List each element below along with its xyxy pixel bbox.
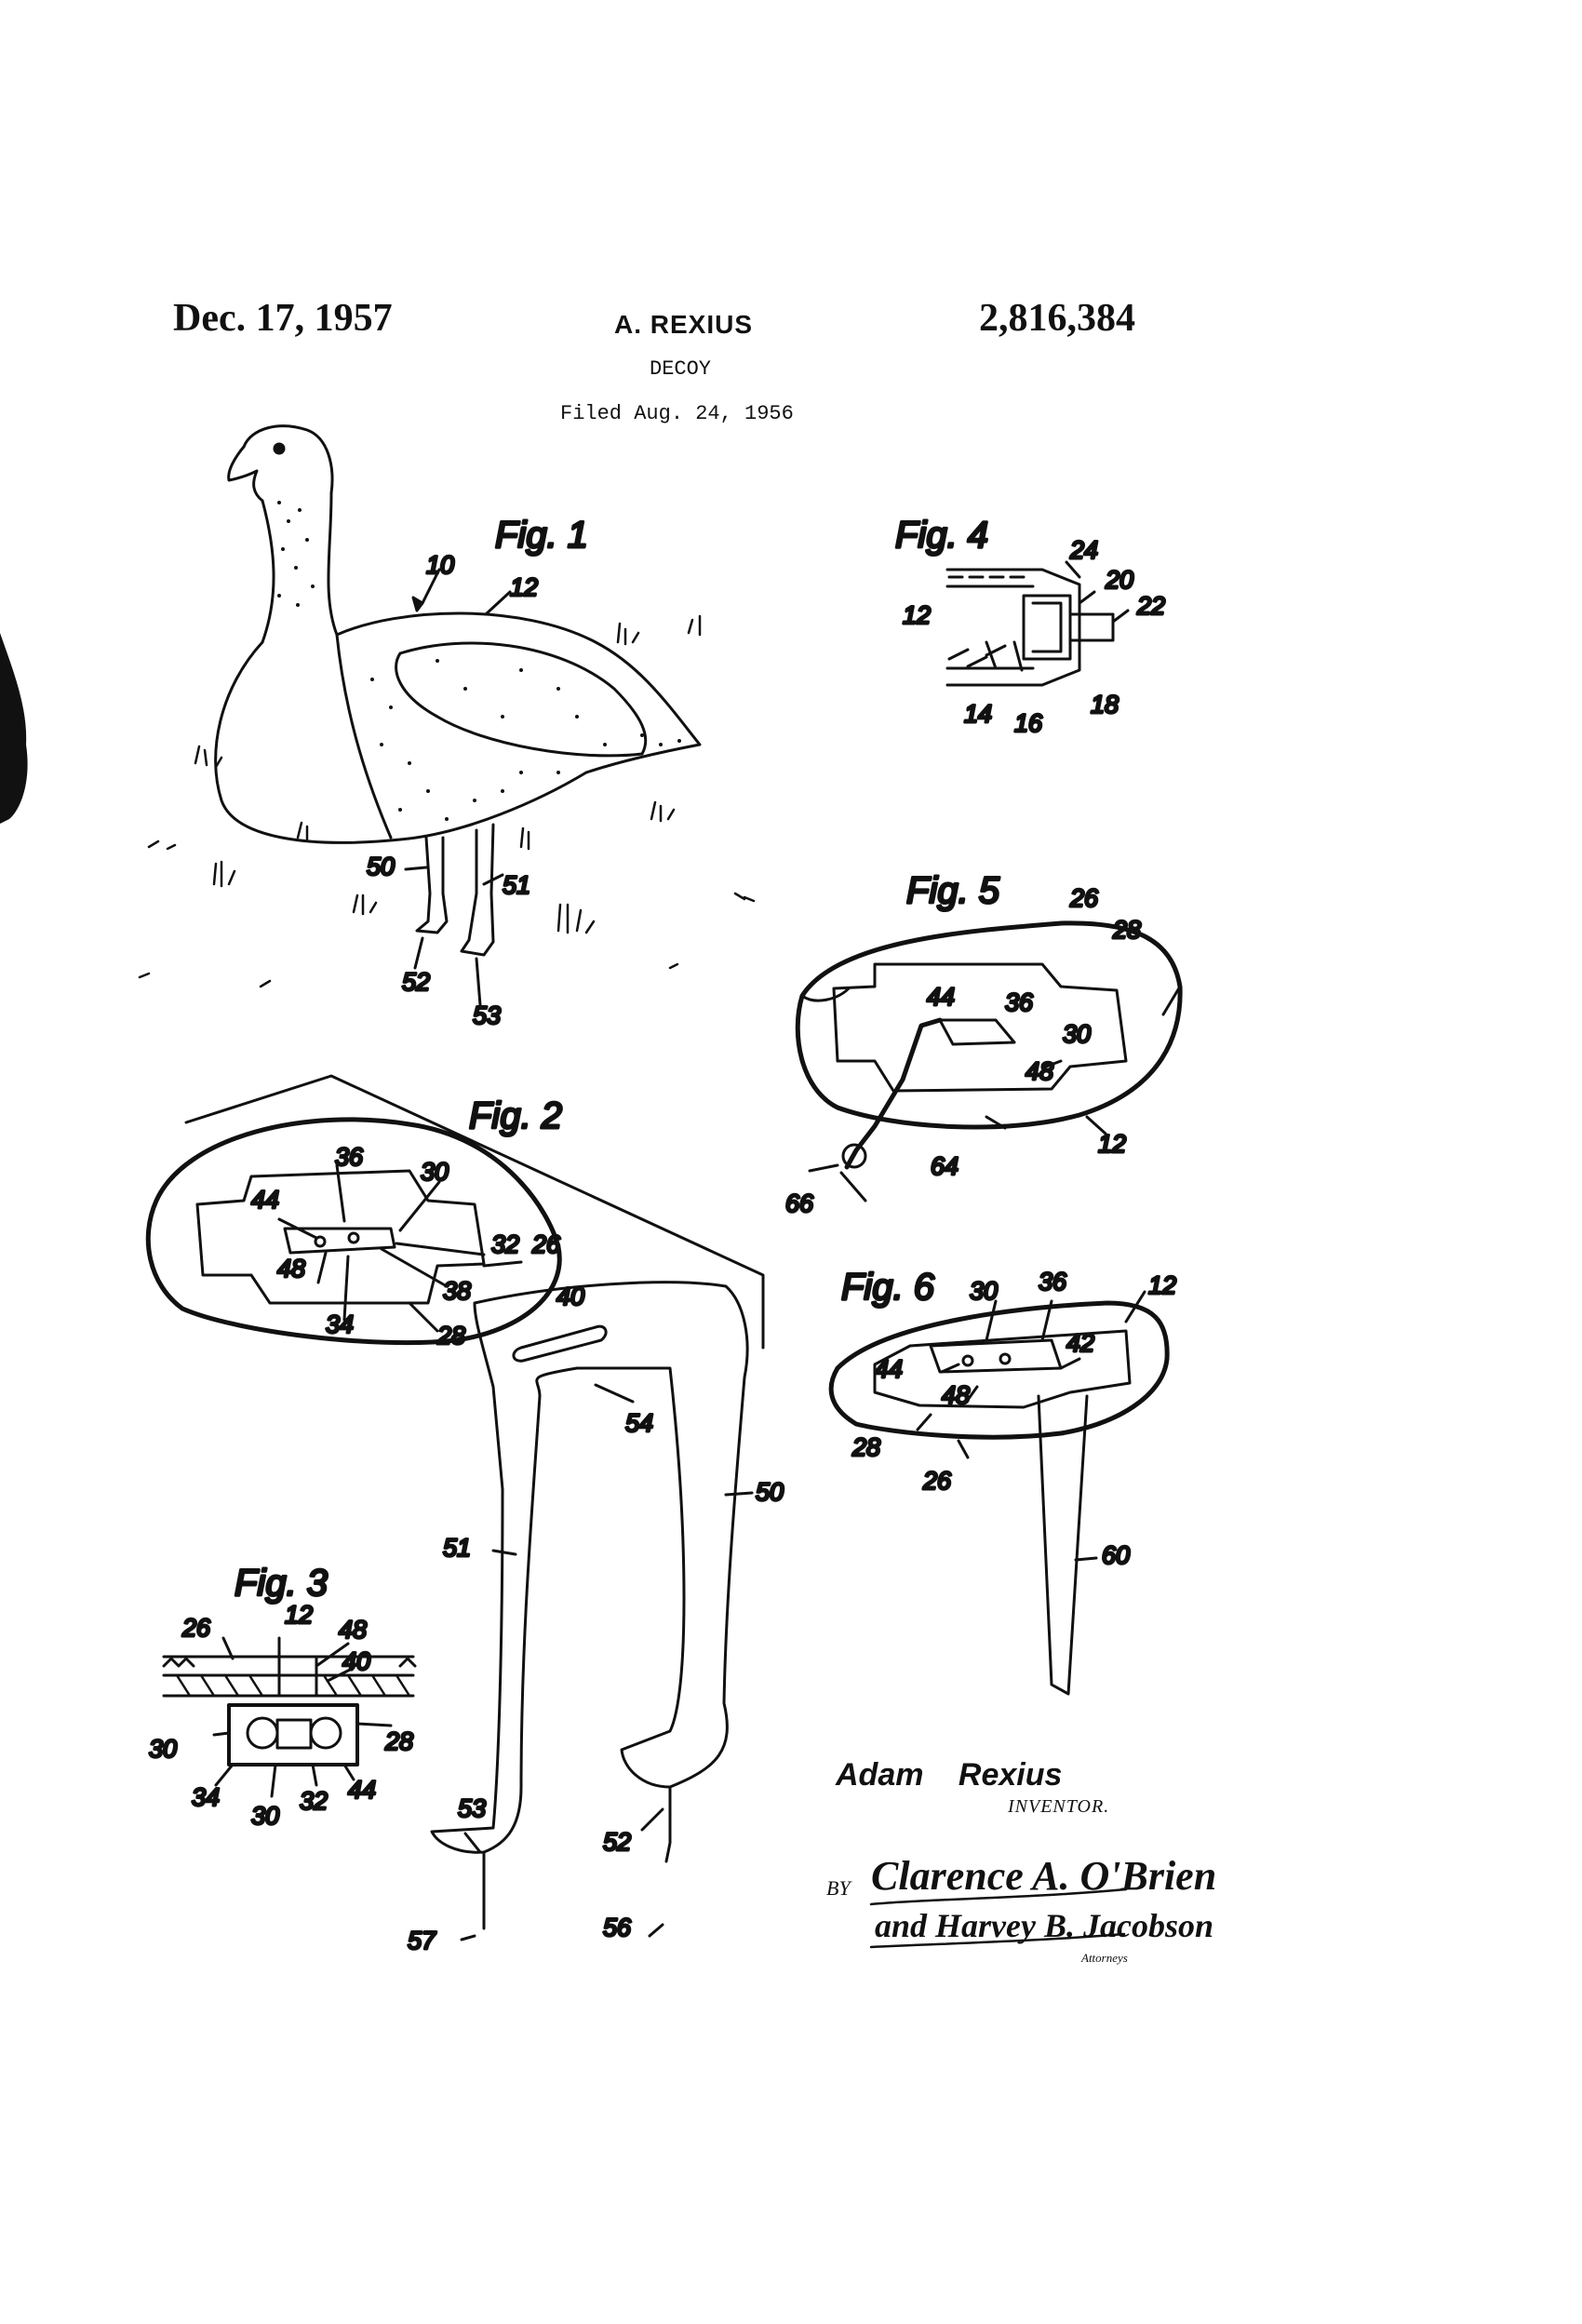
fig2-drawing [145, 1074, 765, 1941]
fig4-ref: 16 [1014, 709, 1043, 737]
patent-date: Dec. 17, 1957 [173, 297, 393, 340]
fig2-ref: 52 [603, 1828, 631, 1856]
inventor-header: A. REXIUS [614, 310, 754, 339]
fig3-ref: 32 [300, 1787, 328, 1815]
attorney-signature-1: Clarence A. O'Brien [871, 1853, 1217, 1899]
fig3-ref: 48 [339, 1616, 367, 1644]
fig5-ref: 12 [1098, 1130, 1126, 1158]
fig6-ref: 36 [1039, 1268, 1067, 1296]
fig6-ref: 26 [922, 1467, 952, 1495]
fig2-ref: 57 [408, 1927, 436, 1955]
fig4-ref: 12 [903, 601, 931, 629]
fig2-ref: 44 [251, 1186, 279, 1214]
fig5-drawing [795, 920, 1183, 1202]
by-label: BY [826, 1876, 851, 1900]
fig1-ref: 10 [426, 551, 454, 579]
fig1-goose-drawing [138, 424, 756, 1007]
fig1-ref: 52 [402, 968, 430, 996]
scan-artifact [0, 633, 28, 824]
fig2-ref: 53 [458, 1794, 486, 1822]
fig2-ref: 51 [443, 1534, 471, 1562]
fig5-ref: 30 [1063, 1020, 1091, 1048]
fig1-ref: 12 [510, 573, 538, 601]
fig6-ref: 12 [1148, 1271, 1176, 1299]
fig6-ref: 44 [875, 1355, 903, 1383]
filed-date: Filed Aug. 24, 1956 [560, 402, 794, 425]
patent-number: 2,816,384 [979, 297, 1135, 340]
signature-flourish [869, 1887, 1128, 1949]
fig5-ref: 26 [1069, 884, 1099, 912]
fig6-ref: 42 [1066, 1329, 1094, 1357]
fig3-ref: 34 [192, 1783, 220, 1811]
inventor-label: INVENTOR. [1008, 1796, 1110, 1817]
fig1-ref: 53 [473, 1001, 501, 1029]
fig6-ref: 48 [942, 1381, 970, 1409]
fig4-ref: 18 [1091, 691, 1119, 719]
fig4-label: Fig. 4 [895, 515, 988, 556]
fig6-ref: 30 [970, 1277, 998, 1305]
fig5-ref: 44 [927, 983, 955, 1011]
fig2-ref: 48 [277, 1255, 305, 1283]
fig2-ref: 30 [421, 1158, 449, 1186]
fig3-ref: 30 [149, 1735, 177, 1763]
fig3-label: Fig. 3 [235, 1563, 328, 1604]
patent-title: DECOY [650, 357, 712, 381]
fig3-ref: 40 [342, 1647, 370, 1675]
fig4-ref: 24 [1069, 536, 1098, 564]
fig6-ref: 60 [1102, 1541, 1130, 1569]
fig2-ref: 26 [531, 1230, 561, 1258]
fig2-ref: 54 [625, 1409, 653, 1437]
fig2-ref: 36 [335, 1143, 364, 1171]
fig2-label: Fig. 2 [469, 1095, 562, 1136]
fig6-ref: 28 [851, 1433, 880, 1461]
fig4-ref: 14 [964, 700, 992, 728]
fig2-ref: 38 [443, 1277, 471, 1305]
fig1-ref: 51 [503, 871, 530, 899]
fig3-ref: 44 [348, 1776, 376, 1804]
fig6-drawing [828, 1290, 1170, 1696]
attorney-signature-2: and Harvey B. Jacobson [875, 1907, 1213, 1944]
fig5-label: Fig. 5 [906, 870, 1000, 911]
fig2-ref: 56 [603, 1914, 632, 1941]
fig2-ref: 40 [556, 1283, 584, 1310]
fig3-ref: 12 [285, 1601, 313, 1629]
fig2-ref: 32 [491, 1230, 519, 1258]
fig4-section-drawing [945, 560, 1130, 687]
fig2-ref: 50 [756, 1478, 784, 1506]
fig5-ref: 36 [1005, 988, 1034, 1016]
fig5-ref: 66 [785, 1189, 814, 1217]
fig2-ref: 28 [436, 1322, 465, 1350]
fig3-ref: 26 [181, 1614, 211, 1642]
fig2-ref: 34 [326, 1310, 354, 1338]
fig5-ref: 64 [931, 1152, 959, 1180]
fig5-ref: 28 [1112, 916, 1141, 944]
attorneys-label: Attorneys [1081, 1951, 1128, 1965]
fig4-ref: 22 [1136, 592, 1165, 620]
fig5-ref: 48 [1026, 1057, 1053, 1085]
fig3-ref: 28 [384, 1727, 413, 1755]
fig4-ref: 20 [1105, 566, 1133, 594]
fig1-ref: 50 [367, 853, 395, 880]
fig3-ref: 30 [251, 1802, 279, 1830]
fig6-label: Fig. 6 [841, 1267, 935, 1308]
fig3-section-drawing [162, 1636, 417, 1798]
inventor-signature-name: Adam Rexius [836, 1757, 1063, 1793]
fig1-label: Fig. 1 [495, 515, 588, 556]
